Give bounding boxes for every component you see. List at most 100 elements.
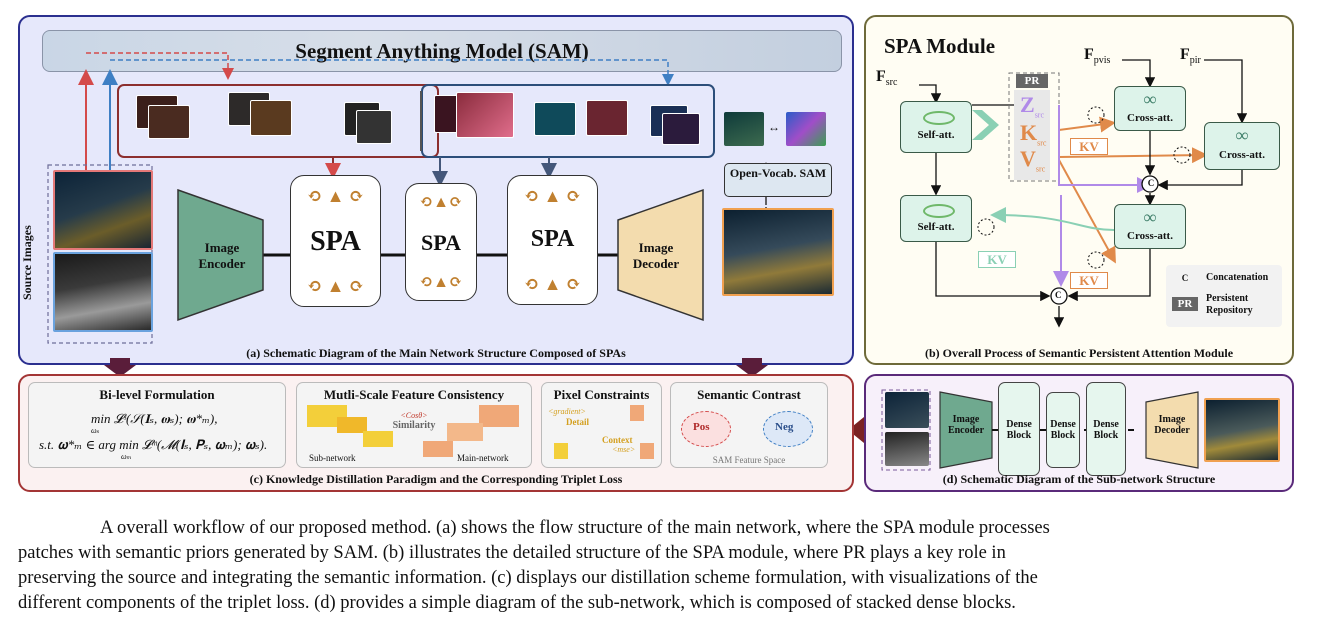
spa-icon: ⟲▲⟳ [419, 274, 463, 291]
infinity-icon: ∞ [1235, 125, 1249, 145]
segmentation-image [724, 112, 764, 146]
spa-block-1: ⟲ ▲ ⟳ SPA ⟲ ▲ ⟳ [290, 175, 381, 307]
f-pvis-label: Fpvis [1084, 46, 1111, 67]
legend-pr-badge: PR [1172, 297, 1198, 311]
bilevel-eq1: min 𝓛ˢ(𝒮(𝐈ₛ, 𝛚ₛ); 𝛚*ₘ), [91, 411, 218, 426]
sub-output-image [1204, 398, 1280, 462]
neg-label: Neg [775, 421, 794, 433]
dense-block-3: Dense Block [1086, 382, 1126, 476]
patch-stack [456, 92, 514, 138]
source-image-visible [53, 170, 153, 250]
body-line-3: preserving the source and integrating th… [18, 568, 1038, 588]
infinity-icon: ∞ [1143, 89, 1157, 109]
mse-label: <mse> [612, 445, 636, 454]
patch-stack [250, 100, 292, 136]
sam-title-bar: Segment Anything Model (SAM) [42, 30, 842, 72]
sub-feature-map [363, 431, 393, 447]
self-att-1: Self-att. [900, 101, 972, 153]
patch-stack [148, 105, 190, 139]
sub-network-label: Sub-network [309, 453, 356, 463]
concat-symbol: C [1147, 178, 1155, 188]
source-images-label: Source Images [20, 225, 34, 300]
spa-icon: ⟲ ▲ ⟳ [307, 186, 364, 206]
pixel-patch [630, 405, 644, 421]
kv-tag-3: KV [1070, 272, 1108, 289]
f-src-label: Fsrc [876, 68, 898, 89]
pixel-patch [640, 443, 654, 459]
detail-label: Detail [566, 417, 589, 427]
spa-module-flow [919, 59, 1282, 328]
spa-label: SPA [310, 226, 361, 257]
kv-tag-1: KV [1070, 138, 1108, 155]
caption-b: (b) Overall Process of Semantic Persiste… [924, 346, 1234, 360]
main-feature-map [423, 441, 453, 457]
bilevel-eq2: s.t. 𝛚*ₘ ∈ arg min 𝓛ᵐ(𝓜(𝐈ₛ, 𝐏ₛ, 𝛚ₘ); 𝛚ₛ)… [39, 437, 268, 452]
pr-header: PR [1016, 74, 1048, 88]
ring-icon [923, 204, 955, 218]
spa-label: SPA [421, 230, 461, 255]
body-line-4: different components of the triplet loss… [18, 593, 1016, 613]
context-label: Context [602, 435, 633, 445]
inter-panel-arrows [104, 358, 864, 443]
concat-symbol: C [1055, 290, 1062, 300]
spa-label: SPA [530, 226, 575, 252]
v-src: Vsrc [1020, 146, 1046, 174]
spa-block-2: ⟲▲⟳ SPA ⟲▲⟳ [405, 183, 477, 301]
ring-icon [923, 111, 955, 125]
open-vocab-sam-box: Open-Vocab. SAM [724, 163, 832, 197]
pos-label: Pos [693, 421, 710, 433]
cos-label: <Cosθ> [400, 411, 428, 420]
pos-cluster [681, 411, 731, 447]
pixel-title: Pixel Constraints [553, 387, 650, 402]
fused-output-image [722, 208, 834, 296]
spa-icon: ⟲ ▲ ⟳ [307, 276, 364, 296]
semantic-title: Semantic Contrast [697, 387, 801, 402]
neg-cluster [763, 411, 813, 447]
sub-input-visible [885, 392, 929, 428]
msfc-card: Mutli-Scale Feature Consistency <Cosθ> S… [296, 382, 532, 468]
sub-feature-map [337, 417, 367, 433]
swap-arrow-icon: ↔ [768, 120, 780, 134]
legend-concat-label: Concatenation [1206, 272, 1269, 283]
spa-icon: ⟲ ▲ ⟳ [524, 274, 581, 294]
patch-stack [534, 102, 576, 136]
main-network-label: Main-network [457, 453, 509, 463]
caption-c: (c) Knowledge Distillation Paradigm and … [249, 472, 623, 486]
body-line-2: patches with semantic priors generated b… [18, 543, 1006, 563]
caption-a: (a) Schematic Diagram of the Main Networ… [246, 346, 626, 360]
panel-a-connections [47, 52, 772, 344]
patch-stack [662, 113, 700, 145]
sub-image-decoder: Image Decoder [1154, 414, 1190, 436]
cross-att-3: ∞ Cross-att. [1114, 204, 1186, 249]
spa-icon: ⟲▲⟳ [419, 194, 463, 211]
image-encoder-label: Image Encoder [198, 240, 246, 271]
gradient-label: <gradient> [548, 407, 586, 416]
semantic-card: Semantic Contrast Pos Neg SAM Feature Sp… [670, 382, 828, 468]
legend-pr-desc: Persistent Repository [1206, 293, 1253, 316]
infinity-icon: ∞ [1143, 207, 1157, 227]
z-src: Zsrc [1020, 92, 1045, 120]
dense-block-1: Dense Block [998, 382, 1040, 476]
msfc-title: Mutli-Scale Feature Consistency [323, 387, 505, 402]
spa-icon: ⟲ ▲ ⟳ [524, 186, 581, 206]
sam-space-label: SAM Feature Space [712, 455, 786, 465]
image-decoder-label: Image Decoder [632, 240, 680, 271]
bilevel-eq1-sub: ωₛ [91, 426, 100, 435]
pixel-card: Pixel Constraints <gradient> Detail Cont… [541, 382, 662, 468]
main-feature-map [479, 405, 519, 427]
body-line-1: A overall workflow of our proposed metho… [100, 518, 1050, 538]
sub-image-encoder: Image Encoder [947, 414, 985, 436]
legend-concat-symbol: C [1181, 273, 1189, 283]
caption-d: (d) Schematic Diagram of the Sub-network… [942, 472, 1216, 486]
similarity-label: Similarity [392, 420, 436, 431]
source-image-infrared [53, 252, 153, 332]
pr-repository: Zsrc Ksrc Vsrc [1014, 90, 1050, 180]
sub-input-infrared [885, 432, 929, 466]
main-feature-map [447, 423, 483, 441]
bilevel-card: Bi-level Formulation min 𝓛ˢ(𝒮(𝐈ₛ, 𝛚ₛ); 𝛚… [28, 382, 286, 468]
patch-stack [356, 110, 392, 144]
spa-module-title: SPA Module [884, 34, 996, 58]
patch-stack [586, 100, 628, 136]
spa-block-3: ⟲ ▲ ⟳ SPA ⟲ ▲ ⟳ [507, 175, 598, 305]
subnetwork-diagram [881, 389, 1199, 471]
